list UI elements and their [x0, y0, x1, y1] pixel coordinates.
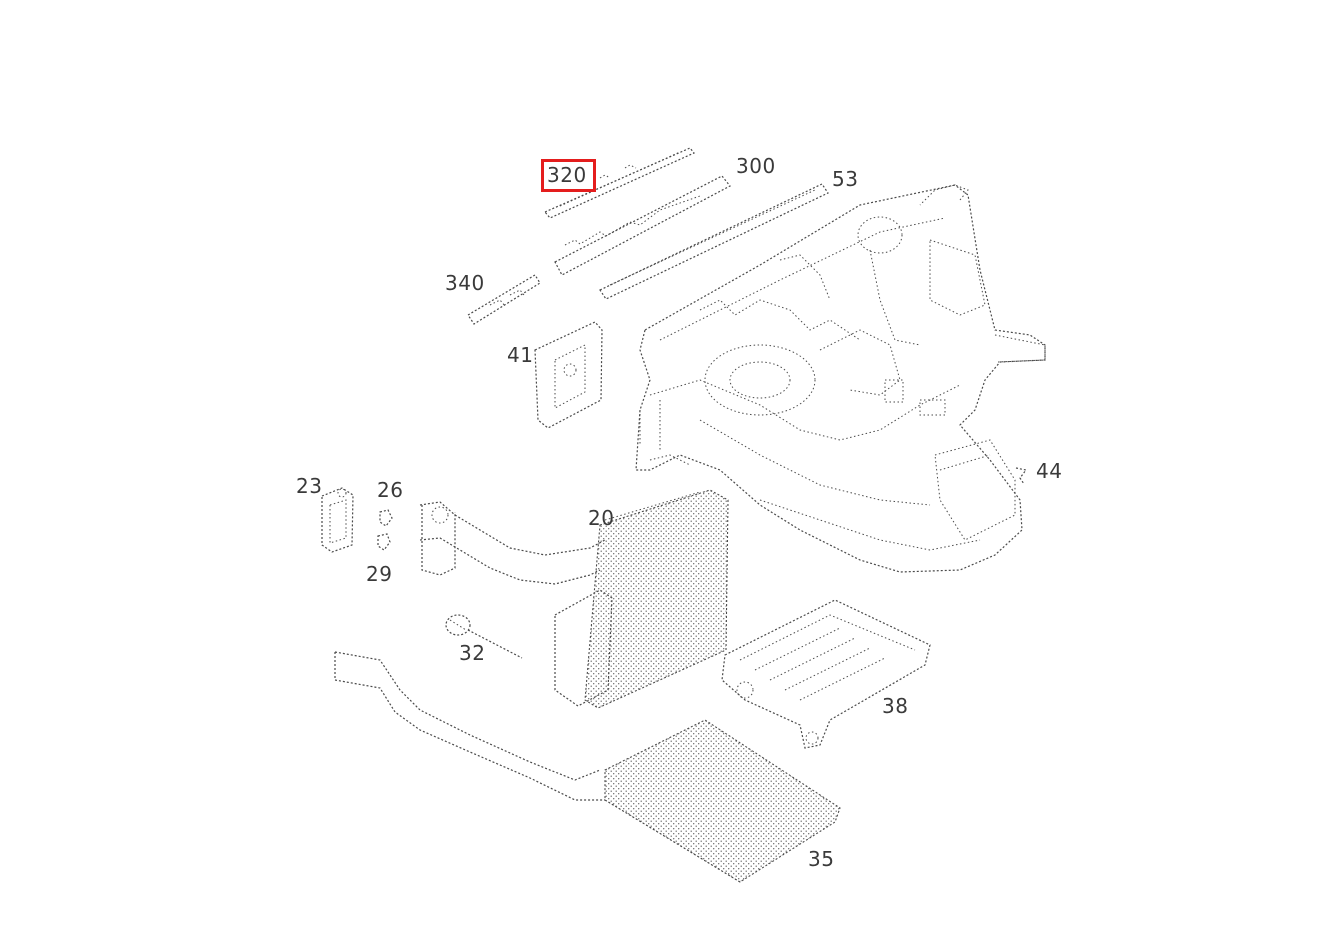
part-53-strip[interactable] [599, 183, 829, 300]
label-part-53[interactable]: 53 [832, 167, 859, 191]
label-part-320[interactable]: 320 [547, 163, 587, 187]
label-part-38[interactable]: 38 [882, 694, 909, 718]
part-35-filter[interactable] [334, 651, 841, 883]
label-part-35[interactable]: 35 [808, 847, 835, 871]
part-23-connector[interactable] [321, 487, 354, 553]
part-20-heater-core[interactable] [419, 489, 729, 709]
main-heater-housing[interactable] [635, 184, 1046, 573]
highlight-box-320 [541, 159, 596, 192]
part-32-screw[interactable] [445, 614, 523, 659]
label-part-32[interactable]: 32 [459, 641, 486, 665]
label-part-20[interactable]: 20 [588, 506, 615, 530]
part-44-screw[interactable] [1015, 467, 1028, 485]
part-26-clip[interactable] [379, 509, 393, 527]
part-29-clip[interactable] [377, 533, 391, 551]
label-part-340[interactable]: 340 [445, 271, 485, 295]
label-part-44[interactable]: 44 [1036, 459, 1063, 483]
label-part-41[interactable]: 41 [507, 343, 534, 367]
part-300-strip[interactable] [554, 175, 731, 276]
part-320-strip[interactable] [544, 147, 695, 219]
part-41-plate[interactable] [534, 321, 603, 429]
label-part-29[interactable]: 29 [366, 562, 393, 586]
label-part-300[interactable]: 300 [736, 154, 776, 178]
label-part-23[interactable]: 23 [296, 474, 323, 498]
part-38-valve-block[interactable] [721, 599, 931, 749]
label-part-26[interactable]: 26 [377, 478, 404, 502]
part-340-bracket[interactable] [467, 274, 541, 325]
